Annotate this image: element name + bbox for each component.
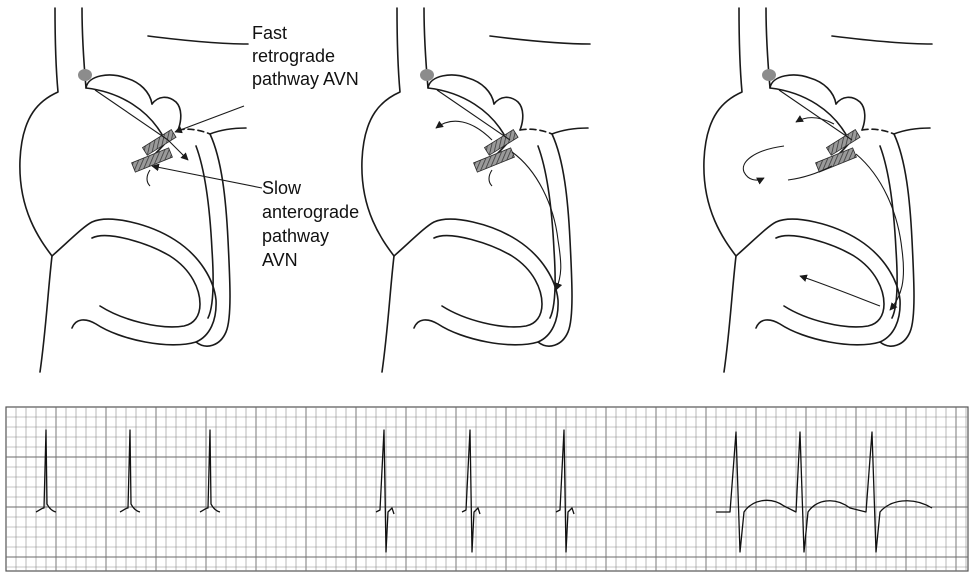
ventricular-return-arrow bbox=[800, 276, 880, 306]
conduction-line bbox=[95, 90, 168, 140]
slow-curve bbox=[489, 170, 492, 186]
ventricular-activation-arrow bbox=[512, 152, 561, 290]
heart-panel-slow-fast-conduction bbox=[362, 8, 590, 372]
conduction-line bbox=[779, 90, 852, 140]
retrograde-atrial-arrow bbox=[436, 121, 492, 140]
retrograde-arrow bbox=[796, 118, 834, 124]
slow-curve bbox=[147, 170, 150, 186]
slow-pathway-label: Slow anterograde pathway AVN bbox=[262, 178, 364, 270]
heart-panel-normal-conduction bbox=[20, 8, 262, 372]
conduction-line bbox=[437, 90, 510, 140]
ecg-strip bbox=[6, 407, 968, 571]
fast-pathway-label: Fast retrograde pathway AVN bbox=[252, 23, 359, 89]
atrial-loop-arrow bbox=[743, 146, 784, 180]
ecg-frame bbox=[6, 407, 968, 571]
slow-pathway-pointer bbox=[152, 166, 262, 188]
heart-panel-reentry-circuit bbox=[704, 8, 932, 372]
